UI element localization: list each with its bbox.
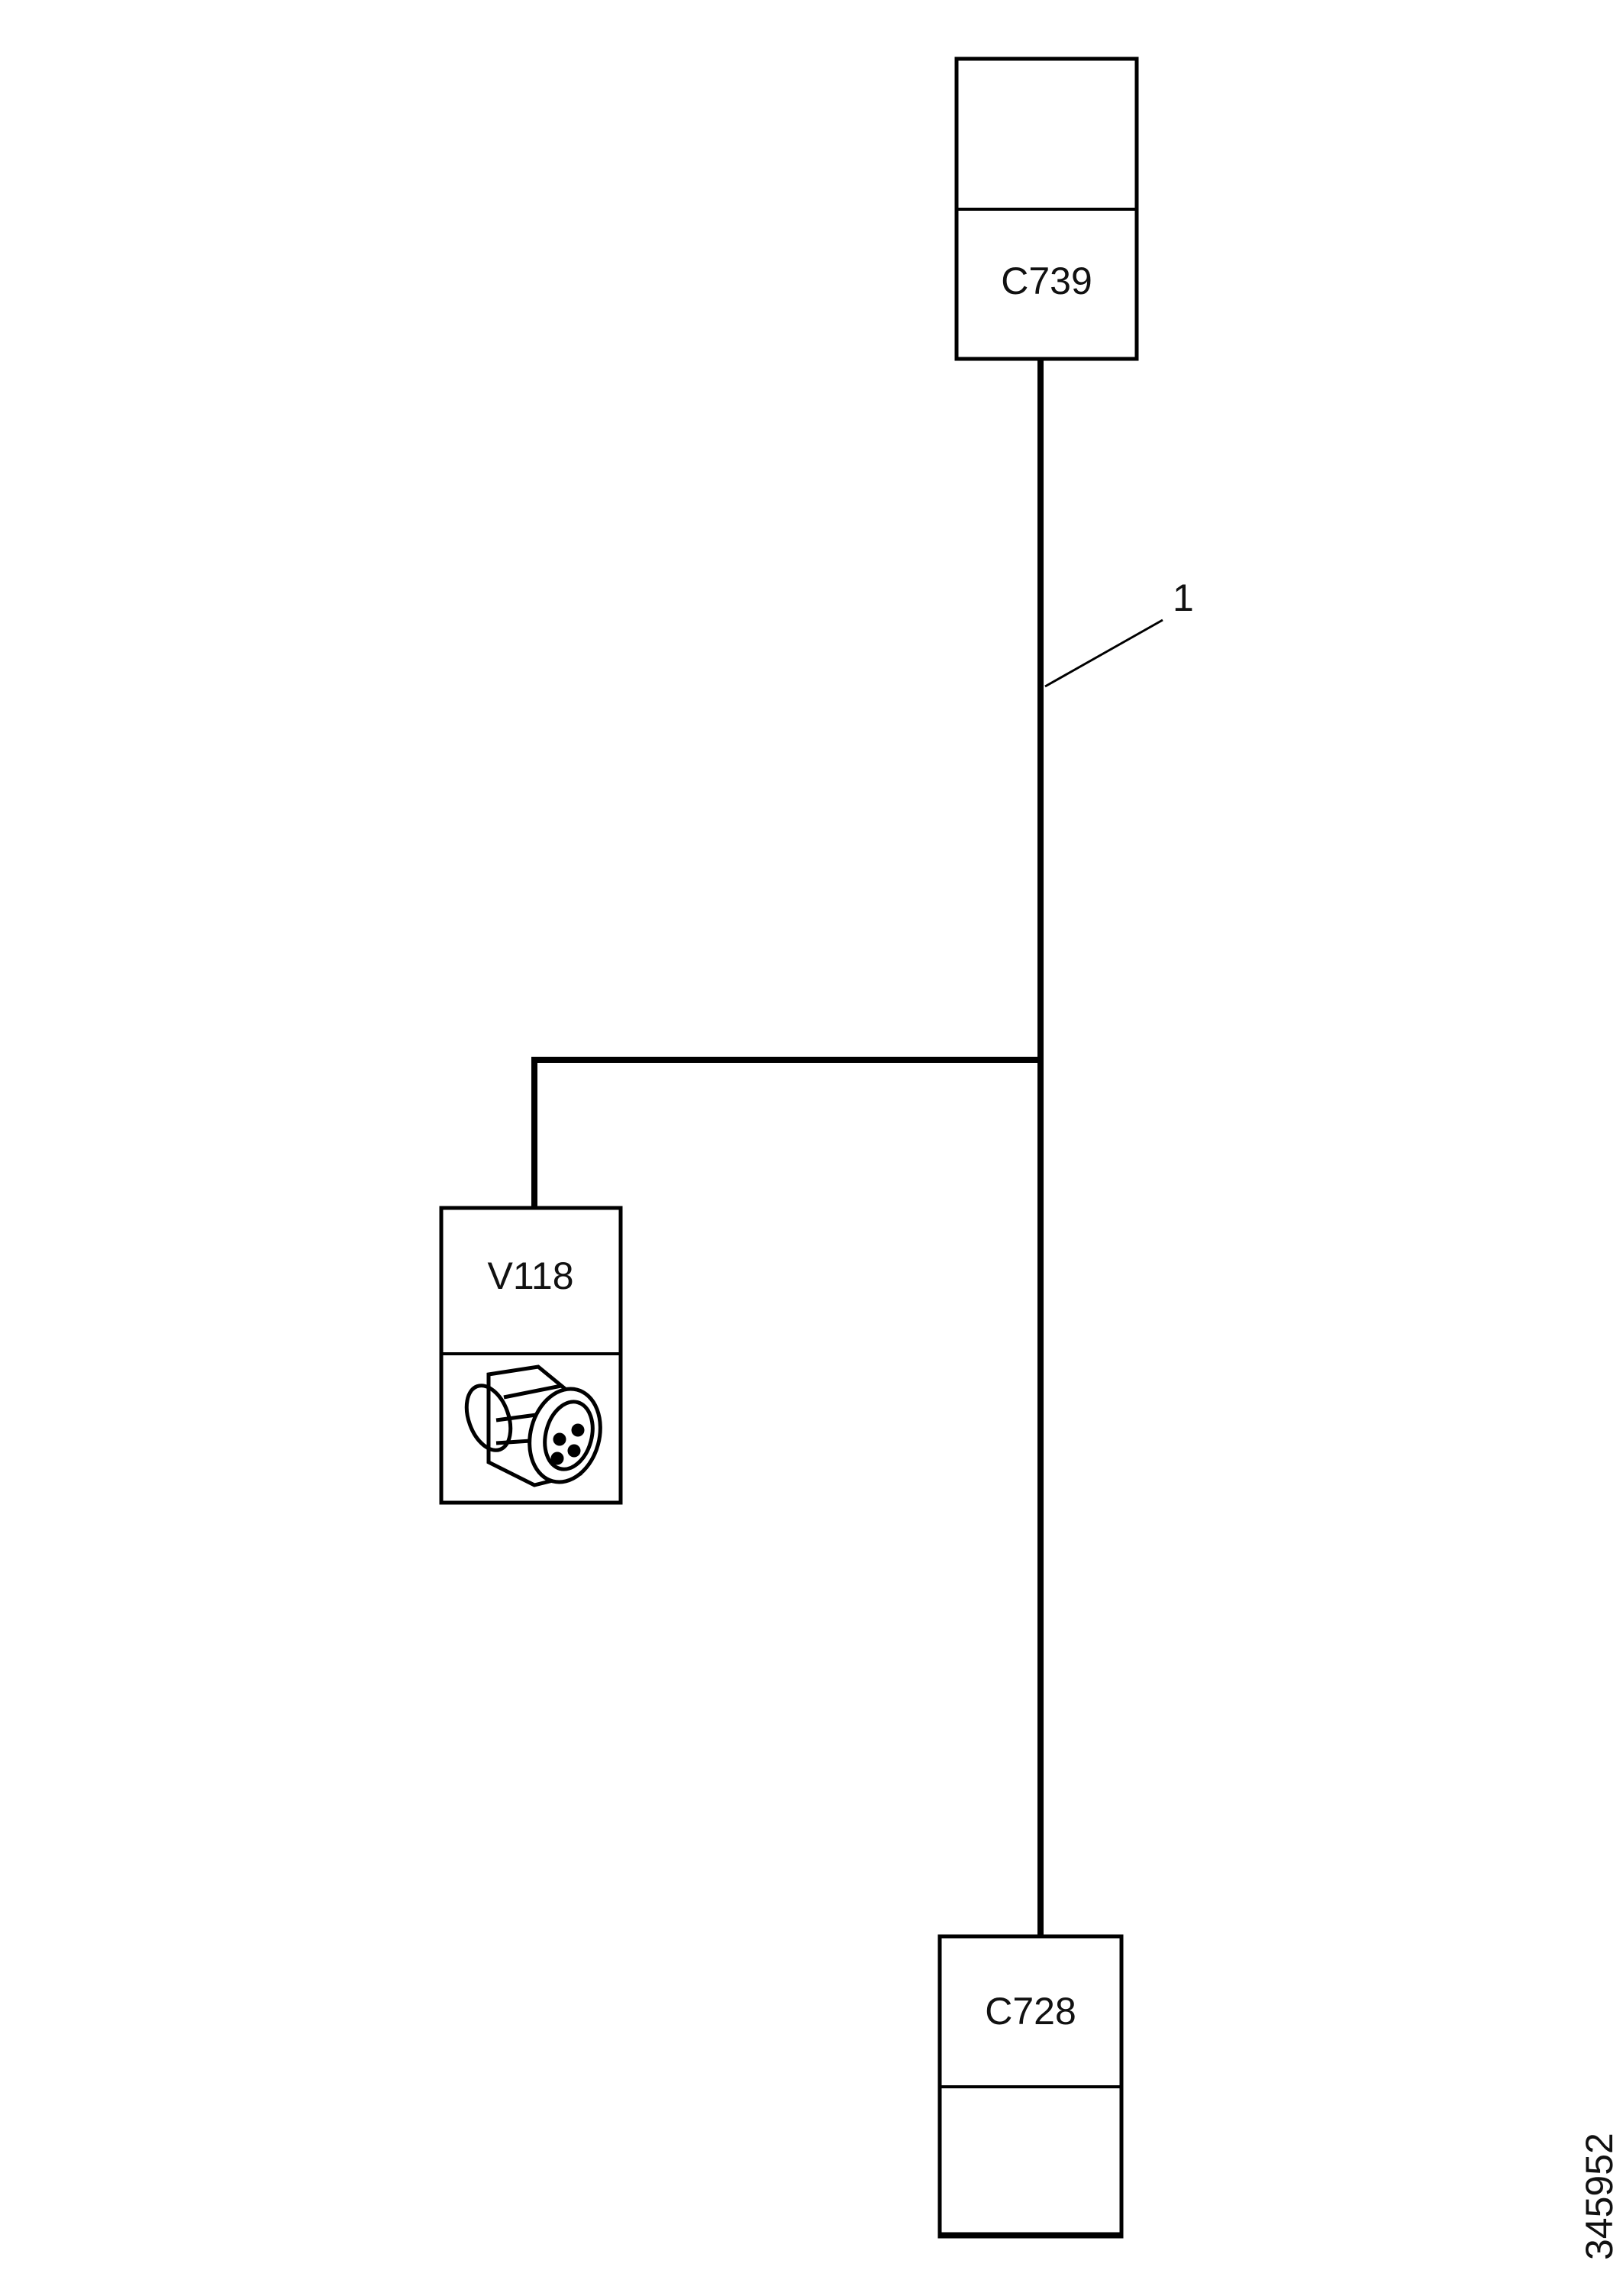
figure-number: 345952 (1578, 2133, 1621, 2260)
connector-label: V118 (487, 1255, 573, 1297)
wire-callout-label: 1 (1173, 576, 1194, 619)
callout-leader-line (1044, 618, 1163, 688)
connector-label: C728 (985, 1990, 1076, 2033)
connector-c739: C739 (954, 57, 1139, 361)
connector-c728: C728 (937, 1934, 1124, 2239)
branch-wire (531, 1057, 1041, 1206)
round-connector-icon (464, 1364, 602, 1487)
connector-v118: V118 (439, 1206, 623, 1505)
connector-label: C739 (1001, 260, 1092, 302)
